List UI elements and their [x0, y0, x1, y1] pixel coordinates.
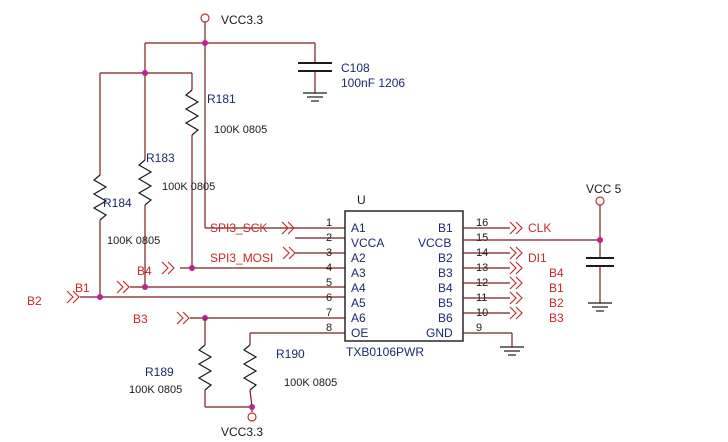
- di1-label: DI1: [528, 251, 547, 265]
- c108-ref: C108: [341, 61, 370, 75]
- top-rail-wires: [144, 42, 316, 229]
- vcc33-bottom-symbol: [247, 412, 257, 422]
- r190-ref: R190: [276, 347, 305, 361]
- b3-left-port-arrow: [176, 311, 190, 325]
- b3-left-label: B3: [133, 312, 148, 326]
- pin-number: 4: [326, 262, 332, 274]
- b4-right-port-arrow: [509, 261, 523, 275]
- chip-part-number: TXB0106PWR: [346, 345, 424, 359]
- junction-dot: [597, 237, 603, 243]
- spi3-mosi-port-arrow: [282, 246, 296, 260]
- clk-label: CLK: [528, 221, 551, 235]
- r184-ref: R184: [103, 196, 132, 210]
- pin-name: B1: [438, 221, 453, 235]
- r189-value: 100K 0805: [129, 384, 182, 396]
- a-side-wires: [80, 227, 345, 334]
- di1-port-arrow: [509, 246, 523, 260]
- spi3-sck-port-arrow: [281, 221, 295, 235]
- pin-name: B5: [438, 296, 453, 310]
- r181-ref: R181: [207, 92, 236, 106]
- b1-right-label: B1: [549, 281, 564, 295]
- chip-right-pins: B1 16 VCCB 15 B2 14 B3 13 B4 12 B5 11 B6…: [418, 217, 488, 340]
- pin-number: 3: [326, 247, 332, 259]
- pin-number: 6: [326, 292, 332, 304]
- b3-right-label: B3: [549, 311, 564, 325]
- pin-name: A5: [351, 296, 366, 310]
- pin-name: OE: [351, 326, 368, 340]
- b4-right-label: B4: [549, 266, 564, 280]
- c108-value: 100nF 1206: [341, 76, 405, 90]
- pin-name: A1: [351, 221, 366, 235]
- junction-dot: [189, 265, 195, 271]
- junction-dot: [249, 404, 255, 410]
- vcc5-symbol: [595, 196, 605, 258]
- b4-left-label: B4: [137, 264, 152, 278]
- pin-number: 9: [476, 322, 482, 334]
- r189-ref: R189: [145, 365, 174, 379]
- b-side-wires: [463, 227, 600, 347]
- vccb-capacitor-symbol: [586, 257, 614, 303]
- r183-resistor-symbol: [137, 159, 153, 206]
- b2-right-port-arrow: [509, 291, 523, 305]
- r181-resistor-symbol: [184, 89, 200, 136]
- pin-number: 16: [476, 217, 488, 229]
- r184-resistor-symbol: [92, 174, 108, 221]
- pin-name: B4: [438, 281, 453, 295]
- b1-left-label: B1: [75, 281, 90, 295]
- pin-number: 7: [326, 307, 332, 319]
- pin-name: VCCB: [418, 236, 451, 250]
- b2-left-label: B2: [27, 294, 42, 308]
- pin-number: 1: [326, 217, 332, 229]
- b1-left-port-arrow: [116, 280, 130, 294]
- vcc33-top-symbol: [200, 13, 210, 43]
- b2-left-port-arrow: [66, 290, 80, 304]
- c108-capacitor-symbol: [298, 62, 332, 93]
- spi3-mosi-label: SPI3_MOSI: [210, 251, 273, 265]
- b4-left-port-arrow: [161, 261, 175, 275]
- pin-name: GND: [426, 326, 453, 340]
- pin-name: A4: [351, 281, 366, 295]
- txb0106-chip-body: [344, 210, 464, 342]
- junction-dot: [142, 70, 148, 76]
- b3-right-port-arrow: [509, 306, 523, 320]
- pin-name: B6: [438, 311, 453, 325]
- junction-dot: [142, 284, 148, 290]
- r190-resistor-symbol: [242, 344, 258, 391]
- pin-number: 2: [326, 232, 332, 244]
- gnd-pin9-ground-icon: [500, 346, 524, 356]
- b2-right-label: B2: [549, 296, 564, 310]
- r183-value: 100K 0805: [162, 181, 215, 193]
- junction-dot: [202, 40, 208, 46]
- pin-name: A3: [351, 266, 366, 280]
- junction-dot: [97, 294, 103, 300]
- pin-name: B3: [438, 266, 453, 280]
- chip-ref: U: [357, 193, 366, 207]
- pin-name: VCCA: [351, 236, 384, 250]
- pin-name: B2: [438, 251, 453, 265]
- spi3-sck-label: SPI3_SCK: [210, 221, 267, 235]
- vcc33-top-label: VCC3.3: [221, 13, 263, 27]
- pin-number: 8: [326, 322, 332, 334]
- pin-number: 15: [476, 232, 488, 244]
- r183-ref: R183: [146, 151, 175, 165]
- chip-left-pins: 1 A1 2 VCCA 3 A2 4 A3 5 A4 6 A5 7 A6 8 O…: [326, 217, 384, 340]
- pin-number: 5: [326, 277, 332, 289]
- pin-name: A2: [351, 251, 366, 265]
- c108-ground-icon: [303, 92, 327, 102]
- pin-name: A6: [351, 311, 366, 325]
- r181-value: 100K 0805: [214, 124, 267, 136]
- clk-port-arrow: [509, 221, 523, 235]
- vcc5-label: VCC 5: [586, 182, 622, 196]
- vcc33-bottom-label: VCC3.3: [221, 425, 263, 439]
- vccb-ground-icon: [588, 302, 612, 312]
- b1-right-port-arrow: [509, 276, 523, 290]
- r189-resistor-symbol: [197, 344, 213, 391]
- r190-value: 100K 0805: [284, 377, 337, 389]
- r184-value: 100K 0805: [107, 235, 160, 247]
